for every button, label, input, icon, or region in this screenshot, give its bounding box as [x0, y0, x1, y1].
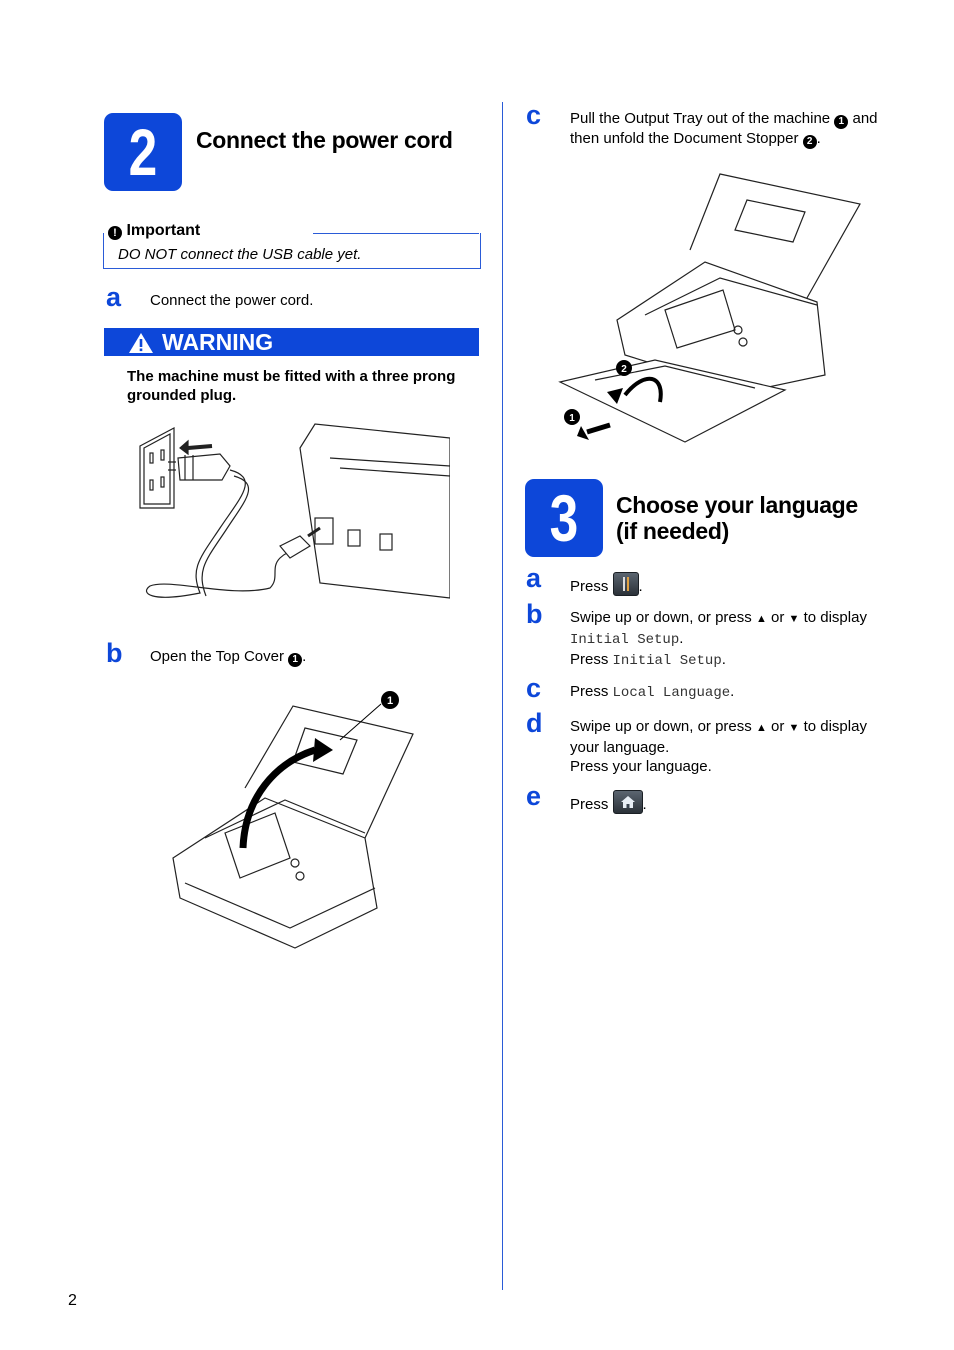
step3-d-line3: Press your language. [570, 758, 712, 775]
step-2-number: 2 [128, 115, 158, 189]
settings-key-icon[interactable] [612, 572, 639, 596]
step3-d-line1: Swipe up or down, or press [570, 718, 752, 735]
callout-1-badge: 1 [834, 115, 849, 129]
step3-b-press: Press [570, 651, 609, 668]
step3-b-line1: Swipe up or down, or press [570, 609, 752, 626]
step3-letter-c: c [526, 673, 542, 703]
step3-c-menu[interactable]: Local Language [612, 685, 731, 701]
step-2-badge: 2 [104, 113, 182, 191]
important-text: DO NOT connect the USB cable yet. [118, 246, 362, 263]
step3-b-block: Swipe up or down, or press ▲ or ▼ to dis… [570, 609, 867, 669]
step3-e-line: Press . [570, 790, 647, 814]
figure-callout-1: 1 [387, 695, 393, 707]
step3-d-line2: your language. [570, 739, 670, 756]
step-letter-c-top: c [526, 100, 542, 130]
open-top-cover-illustration: 1 [172, 691, 414, 949]
step3-letter-a: a [526, 563, 542, 593]
step3-d-or: or [771, 718, 785, 735]
figure-callout-2: 2 [621, 364, 627, 375]
step-c-top-and: and [852, 110, 878, 127]
section-3-title: Choose your language (if needed) [616, 492, 858, 544]
step-b-line: Open the Top Cover 1. [150, 648, 307, 667]
step3-letter-b: b [526, 599, 543, 629]
warning-label: WARNING [162, 329, 274, 355]
step3-d-block: Swipe up or down, or press ▲ or ▼ to dis… [570, 717, 910, 776]
step3-c-line: Press Local Language. [570, 683, 735, 701]
down-arrow-icon: ▼ [788, 613, 800, 625]
important-heading: ! Important [108, 221, 200, 240]
important-top-rule [313, 233, 479, 234]
page-number: 2 [68, 1292, 77, 1309]
callout-1-badge: 1 [288, 653, 303, 667]
callout-2-badge: 2 [802, 135, 817, 149]
output-tray-illustration: 2 1 [558, 173, 861, 443]
step3-b-menu-display: Initial Setup [570, 632, 680, 648]
step-c-top-text: Pull the Output Tray out of the machine … [570, 110, 878, 149]
step-a-text: Connect the power cord. [150, 292, 314, 309]
step3-a-line: Press . [570, 572, 643, 596]
step3-b-to-display: to display [803, 609, 867, 626]
warning-bar: WARNING [104, 328, 479, 356]
section-3-title-line1: Choose your language [616, 492, 858, 518]
up-arrow-icon: ▲ [755, 613, 767, 625]
important-label: Important [126, 222, 201, 239]
step3-a-text: Press [570, 578, 609, 595]
power-cord-illustration [139, 423, 450, 599]
step3-d-to-display: to display [803, 718, 867, 735]
step3-b-or: or [771, 609, 785, 626]
step-c-top-line2: then unfold the Document Stopper [570, 130, 799, 147]
section-3-title-line2: (if needed) [616, 518, 729, 544]
step3-letter-e: e [526, 781, 542, 811]
step-letter-a: a [106, 282, 122, 312]
home-key-icon[interactable] [612, 790, 643, 814]
step-letter-b: b [106, 638, 123, 668]
step3-b-menu-press[interactable]: Initial Setup [612, 653, 722, 669]
step-3-badge: 3 [525, 479, 603, 557]
warning-text: The machine must be fitted with a three … [127, 368, 456, 404]
step-c-top-line1: Pull the Output Tray out of the machine [570, 110, 831, 127]
important-box [103, 233, 481, 269]
important-icon: ! [108, 226, 122, 240]
step-b-text: Open the Top Cover [150, 648, 284, 665]
section-2-title: Connect the power cord [196, 127, 453, 153]
step3-c-press: Press [570, 683, 609, 700]
figure-callout-1-tray: 1 [569, 413, 575, 424]
up-arrow-icon: ▲ [755, 722, 767, 734]
step3-letter-d: d [526, 708, 543, 738]
down-arrow-icon: ▼ [788, 722, 800, 734]
step3-e-text: Press [570, 796, 609, 813]
column-divider [502, 102, 503, 1290]
warning-triangle-icon [129, 333, 153, 353]
step-3-number: 3 [549, 481, 579, 555]
